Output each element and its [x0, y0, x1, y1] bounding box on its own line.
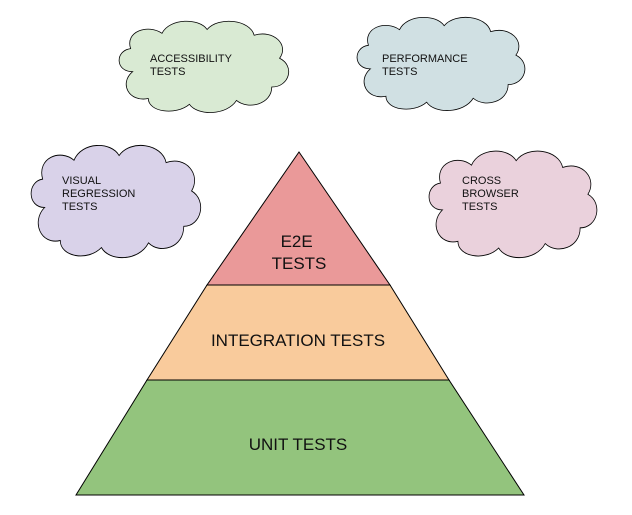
cloud-visual-regression-shape	[30, 144, 202, 259]
cloud-accessibility-label: ACCESSIBILITY TESTS	[150, 53, 235, 78]
pyramid-tier-e2e-label: E2E TESTS	[272, 232, 327, 273]
cloud-visual-regression-line-2: REGRESSION	[62, 188, 135, 200]
cloud-performance-line-1: PERFORMANCE	[382, 53, 468, 65]
cloud-accessibility	[118, 20, 290, 114]
cloud-accessibility-line-1: ACCESSIBILITY	[150, 53, 233, 65]
cloud-cross-browser-line-3: TESTS	[462, 201, 497, 213]
cloud-visual-regression-line-3: TESTS	[62, 201, 97, 213]
cloud-cross-browser-label: CROSS BROWSER TESTS	[462, 175, 522, 213]
cloud-visual-regression	[30, 144, 202, 259]
pyramid-tier-unit-label: UNIT TESTS	[249, 435, 348, 454]
cloud-visual-regression-label: VISUAL REGRESSION TESTS	[62, 175, 138, 213]
cloud-performance-label: PERFORMANCE TESTS	[382, 53, 471, 78]
cloud-cross-browser	[428, 150, 598, 259]
pyramid-tier-unit	[75, 379, 525, 496]
pyramid-tier-e2e-line-2: TESTS	[272, 254, 327, 273]
pyramid-tier-integration-label: INTEGRATION TESTS	[211, 331, 385, 350]
cloud-cross-browser-line-1: CROSS	[462, 175, 501, 187]
cloud-visual-regression-line-1: VISUAL	[62, 175, 101, 187]
cloud-cross-browser-line-2: BROWSER	[462, 188, 519, 200]
cloud-accessibility-shape	[118, 20, 290, 114]
pyramid-tier-e2e-line-1: E2E	[281, 232, 313, 251]
cloud-performance-line-2: TESTS	[382, 66, 417, 78]
cloud-accessibility-line-2: TESTS	[150, 66, 185, 78]
cloud-cross-browser-shape	[428, 150, 598, 259]
